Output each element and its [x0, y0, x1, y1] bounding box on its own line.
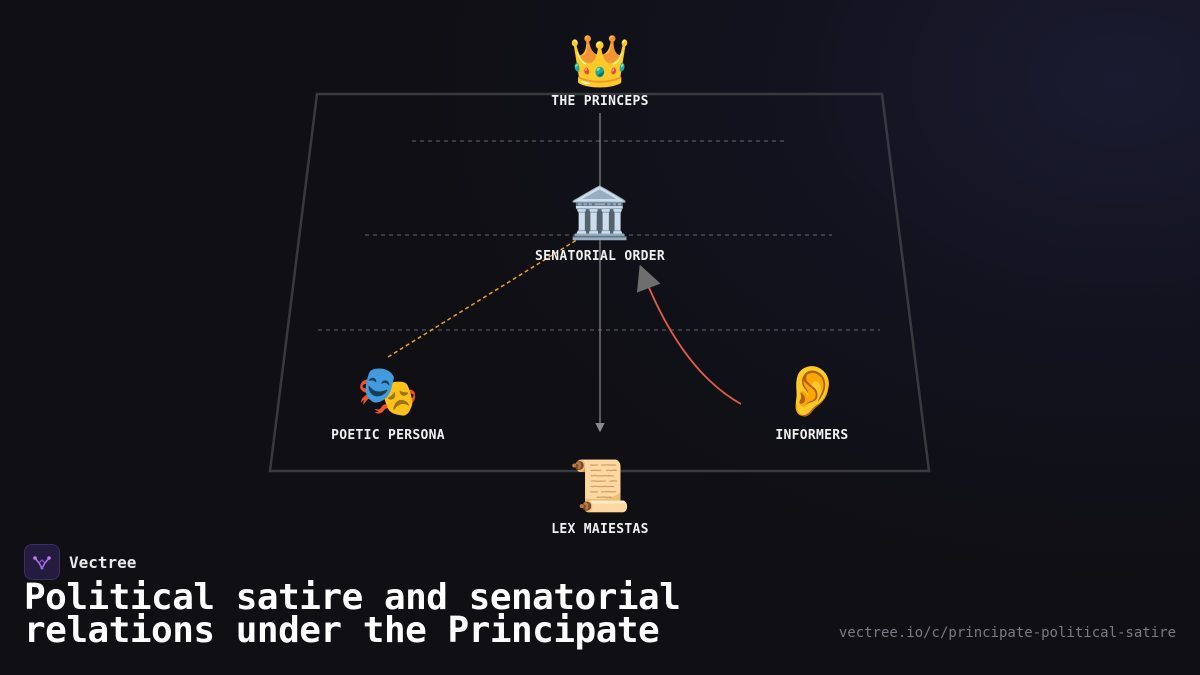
node-label-lex-maiestas: LEX MAIESTAS: [551, 522, 649, 537]
pyramid-frame: [268, 92, 931, 473]
node-label-princeps: THE PRINCEPS: [551, 94, 649, 109]
node-label-informers: INFORMERS: [775, 428, 848, 443]
node-senatorial-order: 🏛️ SENATORIAL ORDER: [535, 184, 665, 264]
theater-masks-icon: 🎭: [357, 362, 419, 420]
informer-arrow: [636, 264, 742, 405]
scroll-icon: 📜: [569, 457, 631, 515]
ear-icon: 👂: [781, 362, 843, 420]
node-lex-maiestas: 📜 LEX MAIESTAS: [551, 457, 649, 537]
classical-building-icon: 🏛️: [569, 184, 631, 242]
vectree-logo-icon: [24, 544, 60, 580]
node-informers: 👂 INFORMERS: [775, 362, 848, 443]
brand[interactable]: Vectree: [24, 544, 136, 580]
brand-name: Vectree: [69, 552, 137, 572]
node-label-senatorial-order: SENATORIAL ORDER: [535, 249, 665, 264]
page-title: Political satire and senatorial relation…: [24, 577, 681, 651]
node-poetic-persona: 🎭 POETIC PERSONA: [331, 362, 445, 443]
node-label-poetic-persona: POETIC PERSONA: [331, 428, 445, 443]
crown-icon: 👑: [569, 32, 631, 90]
node-princeps: 👑 THE PRINCEPS: [551, 32, 649, 109]
page-url[interactable]: vectree.io/c/principate-political-satire: [838, 625, 1176, 641]
satire-arrow: [387, 216, 615, 358]
